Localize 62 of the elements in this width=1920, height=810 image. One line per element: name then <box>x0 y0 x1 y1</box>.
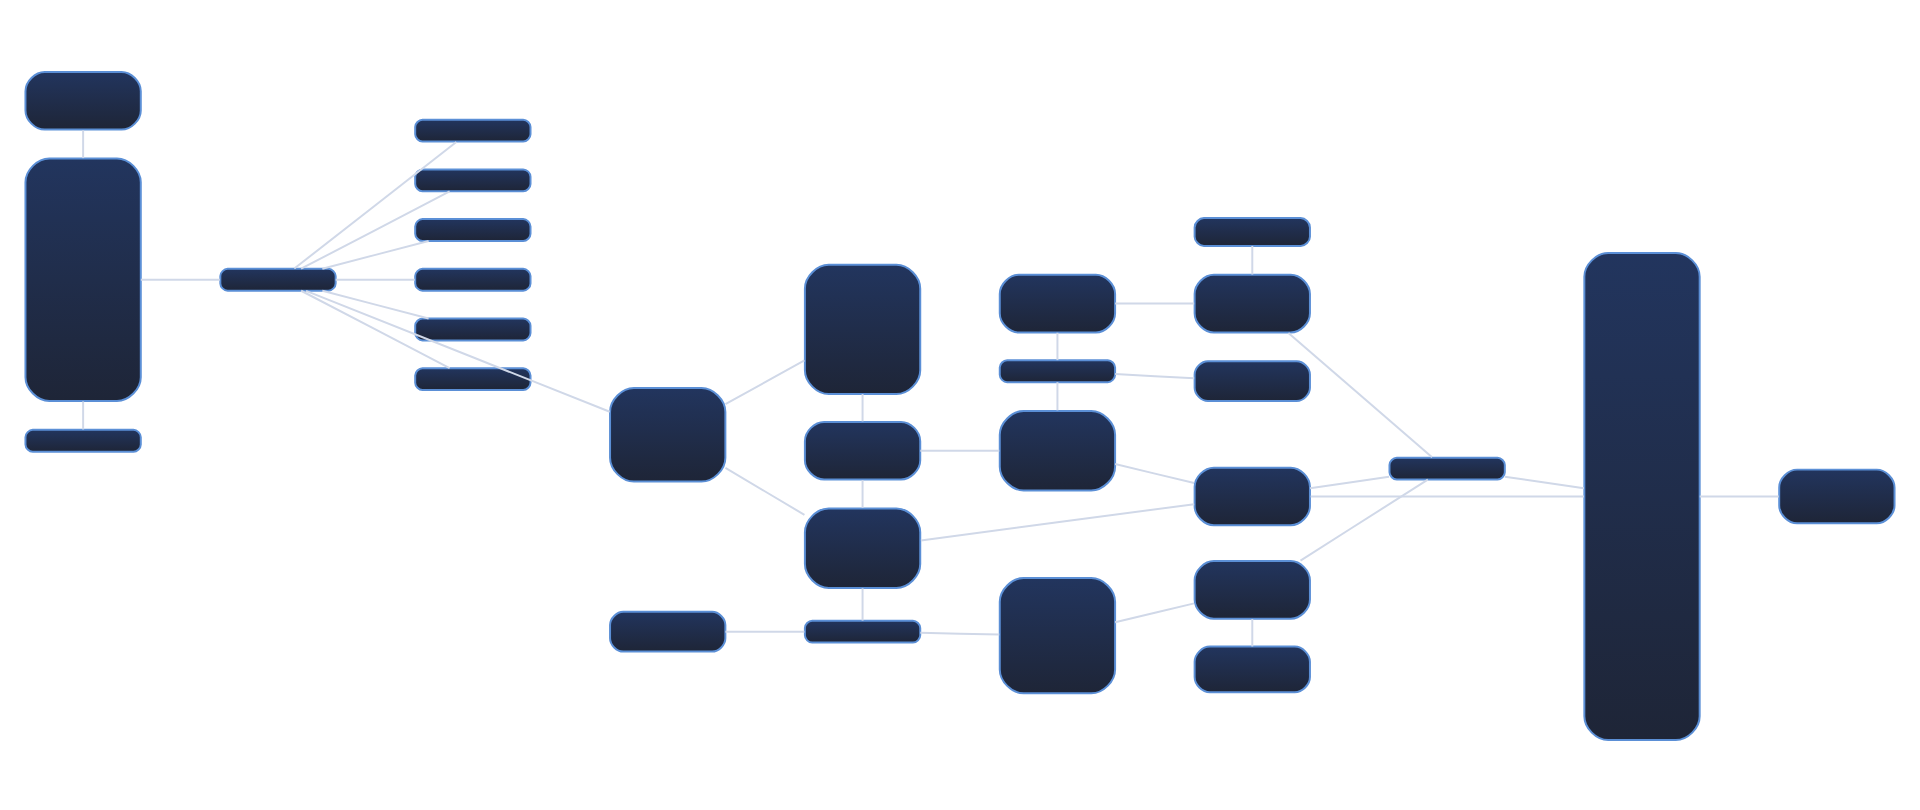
node-box <box>1778 467 1896 524</box>
node-box <box>803 262 922 395</box>
node-box <box>414 117 532 142</box>
node-box <box>219 266 337 291</box>
connector <box>861 392 864 422</box>
node-box <box>24 69 142 130</box>
node-box <box>1193 644 1311 693</box>
connector <box>919 630 1001 635</box>
node-box <box>414 316 532 341</box>
node-box <box>414 217 532 241</box>
connector <box>919 502 1196 541</box>
node-box <box>803 419 922 480</box>
connector <box>300 288 451 369</box>
connector <box>1309 474 1391 489</box>
node-box <box>609 386 727 482</box>
node-box <box>414 167 532 192</box>
connector <box>321 288 430 319</box>
node-box <box>803 506 922 588</box>
connector <box>861 478 864 508</box>
connector <box>861 586 864 621</box>
node-box <box>1193 359 1311 402</box>
connector <box>321 239 430 269</box>
connector <box>724 358 806 405</box>
connector <box>1056 380 1059 411</box>
connector <box>1114 601 1196 623</box>
node-box <box>1193 216 1311 246</box>
connector <box>82 128 85 159</box>
connector <box>1114 301 1196 304</box>
node-box <box>1193 559 1311 619</box>
connector <box>1503 474 1585 489</box>
connector <box>1251 243 1254 275</box>
node-box <box>803 618 922 643</box>
node-box <box>609 609 727 652</box>
connector <box>1309 494 1585 497</box>
connector <box>293 139 458 269</box>
node-box <box>998 576 1117 694</box>
connector <box>334 277 416 280</box>
node-box <box>1193 272 1311 333</box>
connector <box>1114 372 1196 379</box>
node-box <box>24 156 142 402</box>
node-box <box>998 272 1117 333</box>
node-box <box>1193 465 1311 526</box>
node-box <box>1388 455 1506 480</box>
node-box <box>414 366 532 391</box>
connector <box>82 399 85 430</box>
connector <box>724 629 806 632</box>
connector <box>1287 331 1434 458</box>
connector <box>1251 617 1254 647</box>
node-box <box>1583 250 1701 741</box>
connector <box>300 189 451 269</box>
connector <box>139 277 221 280</box>
connector <box>1698 494 1780 497</box>
connector <box>1114 462 1196 484</box>
node-box <box>414 266 532 291</box>
connector <box>305 288 611 412</box>
connector <box>1056 330 1059 361</box>
node-box <box>998 408 1117 491</box>
connector <box>1299 477 1429 561</box>
connector <box>919 448 1001 451</box>
connector <box>724 465 806 515</box>
node-box <box>998 358 1117 383</box>
node-box <box>24 427 142 452</box>
